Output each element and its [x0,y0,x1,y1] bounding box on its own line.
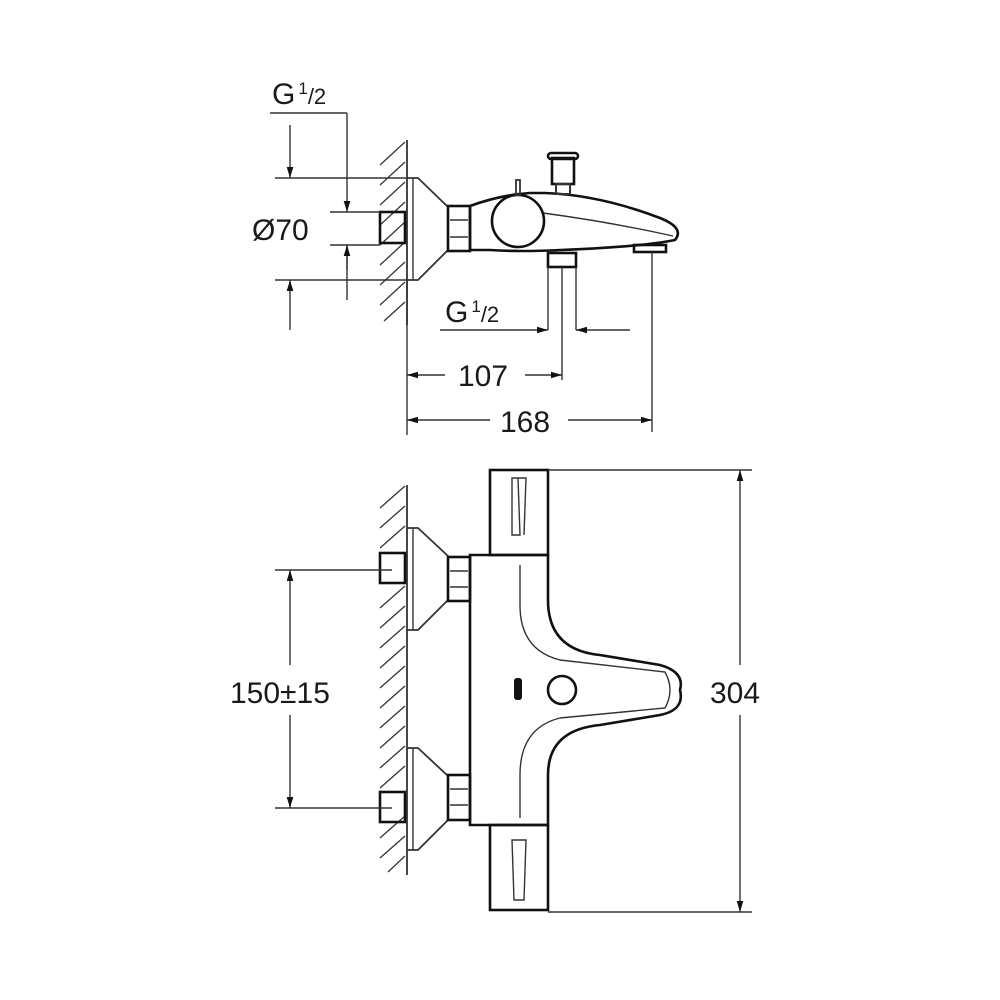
control-knob [490,193,546,249]
dim-height: 304 [710,677,760,710]
spout-aerator [632,243,668,254]
mixer-body [468,191,680,253]
diverter-knob [550,156,576,186]
top-inlet-nipple [378,551,407,585]
front-view: 150±15 304 [230,468,760,913]
dim-spout-168: 168 [500,406,550,439]
dim-inlet-spacing: 150±15 [230,677,330,710]
bottom-inlet-nipple [378,790,407,824]
wall-hatch-top [379,140,408,325]
inlet-nipple [378,210,407,245]
flange-diameter-label: Ø70 [252,214,309,247]
top-hex-nut [446,555,472,603]
thermostat-body [468,553,683,827]
shower-outlet [546,251,578,269]
indicator-mark [514,678,522,700]
wall-hatch-bottom [379,485,406,873]
diverter-button [546,674,578,706]
bottom-cap-handle [488,823,550,912]
bottom-hex-nut [446,773,472,822]
dim-outlet-107: 107 [458,360,508,393]
hex-nut [446,204,472,253]
